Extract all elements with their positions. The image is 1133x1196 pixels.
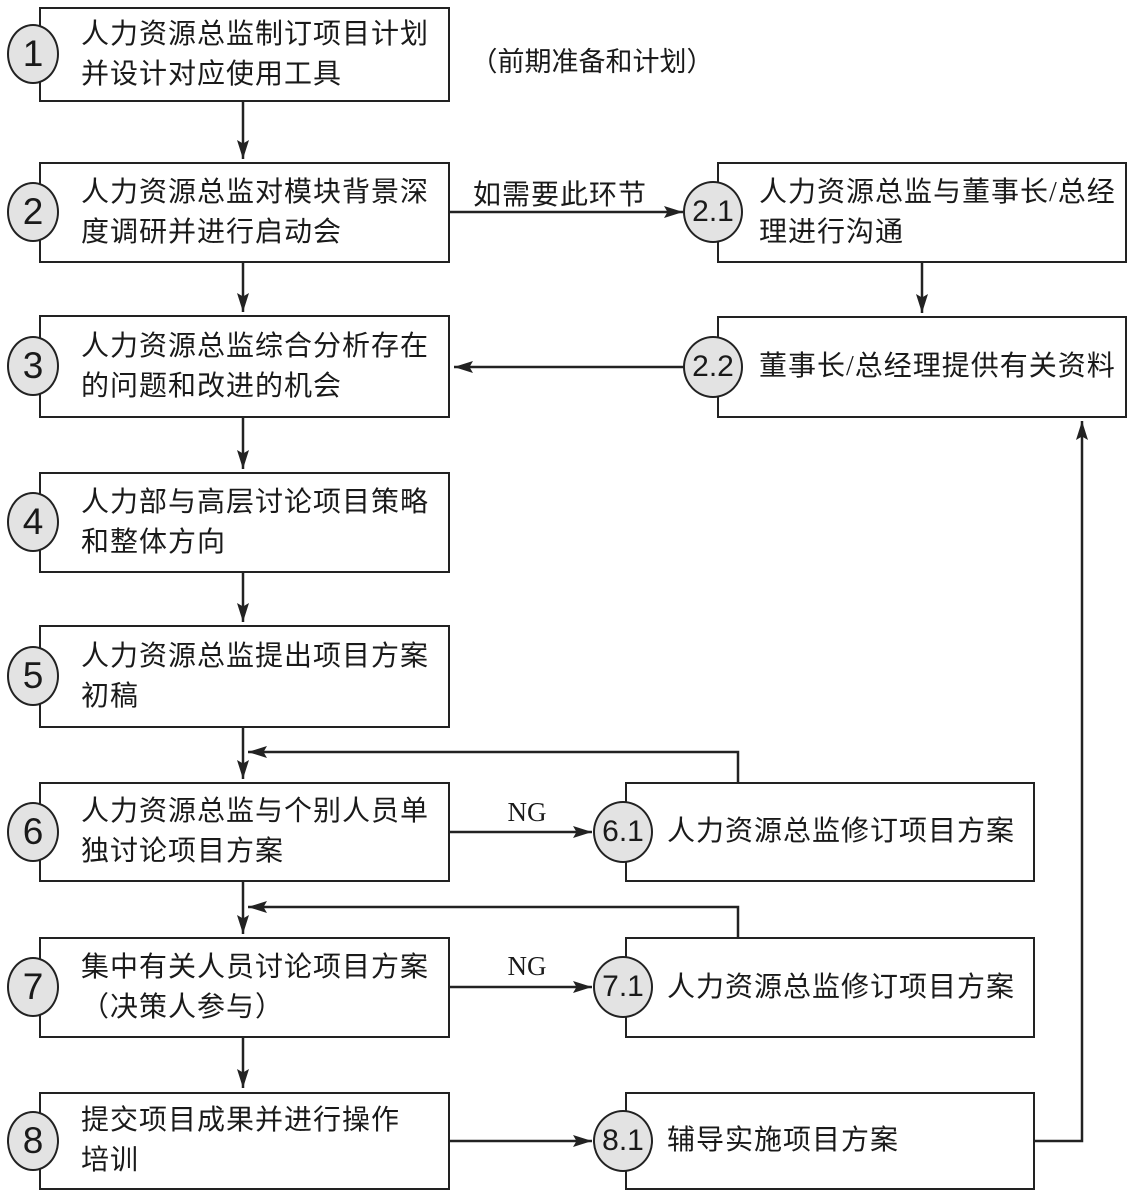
step-6-1-circle: 6.1 bbox=[593, 801, 653, 863]
step-2-1-text: 人力资源总监与董事长/总经 理进行沟通 bbox=[759, 176, 1116, 248]
step-8-box: 提交项目成果并进行操作 培训 bbox=[39, 1092, 450, 1190]
step-4-number: 4 bbox=[22, 501, 44, 542]
step-8-number: 8 bbox=[22, 1120, 44, 1161]
step-3-box: 人力资源总监综合分析存在 的问题和改进的机会 bbox=[39, 315, 450, 418]
step-4-box: 人力部与高层讨论项目策略 和整体方向 bbox=[39, 472, 450, 573]
step-6-1-number: 6.1 bbox=[602, 815, 644, 848]
step-2-number: 2 bbox=[22, 191, 44, 232]
step-6-circle: 6 bbox=[7, 802, 59, 862]
step-2-2-text: 董事长/总经理提供有关资料 bbox=[759, 351, 1116, 382]
step-1-circle: 1 bbox=[7, 24, 59, 84]
step-1-number: 1 bbox=[22, 33, 44, 74]
step-1-text: 人力资源总监制订项目计划 并设计对应使用工具 bbox=[81, 18, 430, 90]
step-2-text: 人力资源总监对模块背景深 度调研并进行启动会 bbox=[81, 176, 430, 248]
step-1-box: 人力资源总监制订项目计划 并设计对应使用工具 bbox=[39, 7, 450, 102]
step-5-box: 人力资源总监提出项目方案 初稿 bbox=[39, 625, 450, 728]
step-2-1-number: 2.1 bbox=[692, 195, 734, 228]
step-8-text: 提交项目成果并进行操作 培训 bbox=[81, 1105, 401, 1176]
step-8-circle: 8 bbox=[7, 1111, 59, 1171]
step-5-text: 人力资源总监提出项目方案 初稿 bbox=[81, 640, 430, 712]
step-3-number: 3 bbox=[22, 345, 44, 386]
step-2-2-box: 董事长/总经理提供有关资料 bbox=[717, 316, 1127, 418]
step-2-1-box: 人力资源总监与董事长/总经 理进行沟通 bbox=[717, 162, 1127, 263]
step-2-box: 人力资源总监对模块背景深 度调研并进行启动会 bbox=[39, 162, 450, 263]
step-7-number: 7 bbox=[22, 966, 44, 1007]
step-8-1-number: 8.1 bbox=[602, 1124, 644, 1157]
phase-annotation: （前期准备和计划） bbox=[470, 47, 714, 77]
step-4-text: 人力部与高层讨论项目策略 和整体方向 bbox=[81, 486, 430, 558]
step-6-1-box: 人力资源总监修订项目方案 bbox=[625, 782, 1035, 882]
edge-label-conditional: 如需要此环节 bbox=[472, 180, 647, 211]
step-6-text: 人力资源总监与个别人员单 独讨论项目方案 bbox=[81, 796, 430, 867]
step-8-1-text: 辅导实施项目方案 bbox=[667, 1125, 900, 1156]
step-7-box: 集中有关人员讨论项目方案 （决策人参与） bbox=[39, 937, 450, 1038]
step-7-1-text: 人力资源总监修订项目方案 bbox=[667, 971, 1016, 1003]
edge-label-ng-7: NG bbox=[507, 951, 547, 981]
step-5-circle: 5 bbox=[7, 646, 59, 706]
step-3-circle: 3 bbox=[7, 336, 59, 396]
step-8-1-box: 辅导实施项目方案 bbox=[625, 1092, 1035, 1190]
step-3-text: 人力资源总监综合分析存在 的问题和改进的机会 bbox=[81, 330, 430, 402]
step-7-1-box: 人力资源总监修订项目方案 bbox=[625, 937, 1035, 1038]
step-2-circle: 2 bbox=[7, 182, 59, 242]
step-8-1-circle: 8.1 bbox=[593, 1110, 653, 1172]
step-7-1-number: 7.1 bbox=[602, 970, 644, 1003]
edge-7-1-return bbox=[248, 901, 740, 938]
step-6-box: 人力资源总监与个别人员单 独讨论项目方案 bbox=[39, 782, 450, 882]
edge-8-1-to-2-2 bbox=[1035, 421, 1088, 1143]
step-4-circle: 4 bbox=[7, 492, 59, 552]
step-2-1-circle: 2.1 bbox=[683, 181, 743, 243]
edge-label-ng-6: NG bbox=[507, 797, 547, 827]
step-6-1-text: 人力资源总监修订项目方案 bbox=[667, 816, 1016, 847]
step-7-1-circle: 7.1 bbox=[593, 956, 653, 1018]
step-6-number: 6 bbox=[22, 811, 44, 852]
step-7-text: 集中有关人员讨论项目方案 （决策人参与） bbox=[81, 951, 430, 1023]
edge-6-1-return bbox=[248, 746, 740, 783]
step-2-2-circle: 2.2 bbox=[683, 336, 743, 398]
step-7-circle: 7 bbox=[7, 957, 59, 1017]
step-5-number: 5 bbox=[22, 655, 44, 696]
step-2-2-number: 2.2 bbox=[692, 350, 734, 383]
